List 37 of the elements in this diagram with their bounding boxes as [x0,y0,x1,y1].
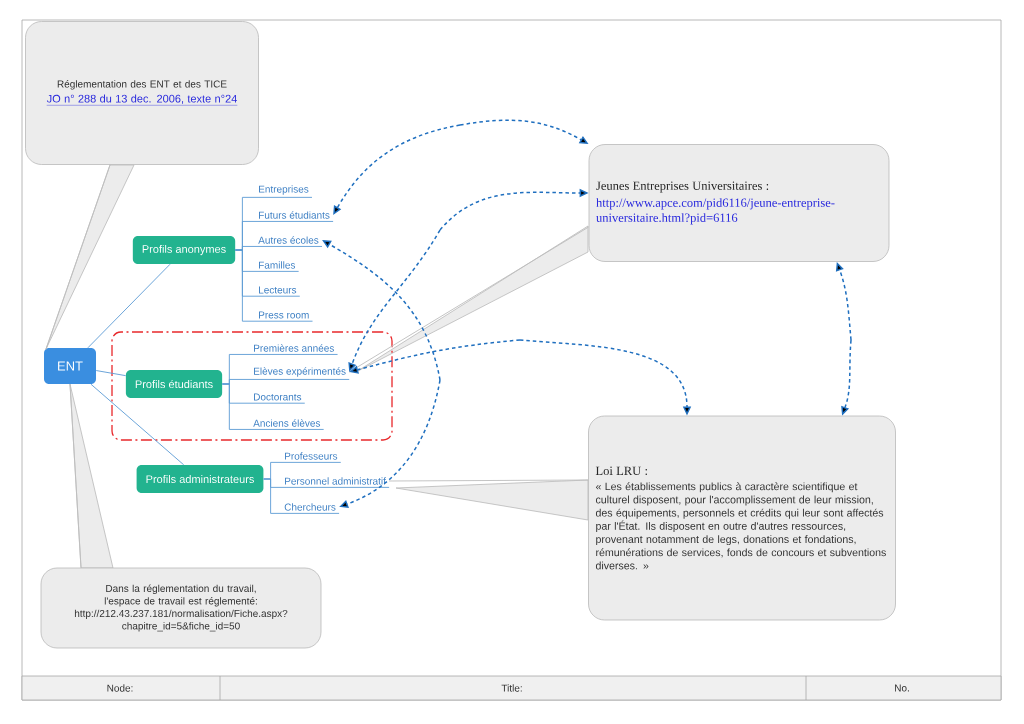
branch-label: Entreprises [259,185,309,195]
branch-label: Professeurs [285,452,338,460]
branch-label: Premières années [254,344,334,352]
branch-label: Doctorants [254,393,302,401]
branch-label: Anciens élèves [253,419,321,427]
connector-line [90,383,185,466]
callout-text: Loi LRU : [595,466,647,476]
callout-box [588,415,896,621]
link-text: JO n° 288 du 13 dec. 2006, texte n°24 [46,94,238,106]
category-box: Profils étudiants [125,370,223,398]
connector-line [87,263,171,349]
callout-text: Jeunes Entreprises Universitaires : [596,181,769,193]
branch-label: Familles [259,261,296,269]
branch-label: Autres écoles [258,236,319,244]
link-text: http://www.apce.com/pid6116/jeune-entreprise- universitaire.html?pid=6116 [596,198,835,225]
table-header: No. [895,684,909,692]
branch-label: Futurs étudiants [259,211,330,219]
branch-label: Chercheurs [284,503,336,511]
callout-box [588,144,890,262]
callout-text: Réglementation des ENT et des TICE [57,80,227,90]
table-header: Node: [107,684,133,692]
branch-label: Elèves expérimentés [254,367,346,377]
category-box: Profils anonymes [132,236,236,264]
branch-label: Press room [259,311,309,319]
connector-line [95,370,127,377]
category-box: Profils administrateurs [136,465,264,493]
group-frame [111,331,393,441]
quote-text: « Les établissements publics à caractère scientifique et culturel disposent, pour l'accomplissement de leur mission, des équipements, personnels et crédits qui leur sont affectés par l'État. Ils disposent en outre d'autres ressources, provenant notamment de legs, donations et fondations, rémunérations de services, fonds de concours et subventions diverses. » [595,482,886,570]
branch-label: Personnel administratif [285,477,386,485]
callout-text: Dans la réglementation du travail, l'espace de travail est réglementé: http://212.43.237.181/normalisation/Fiche.aspx? chapitre_id=5&fiche_id=50 [74,584,288,632]
connector-line [221,383,325,430]
table-header: Title: [501,684,522,692]
connector-line [234,249,313,322]
root-box: ENT [44,348,96,384]
branch-label: Lecteurs [259,286,297,294]
link-arrow [322,240,441,508]
connector-line [263,478,340,514]
